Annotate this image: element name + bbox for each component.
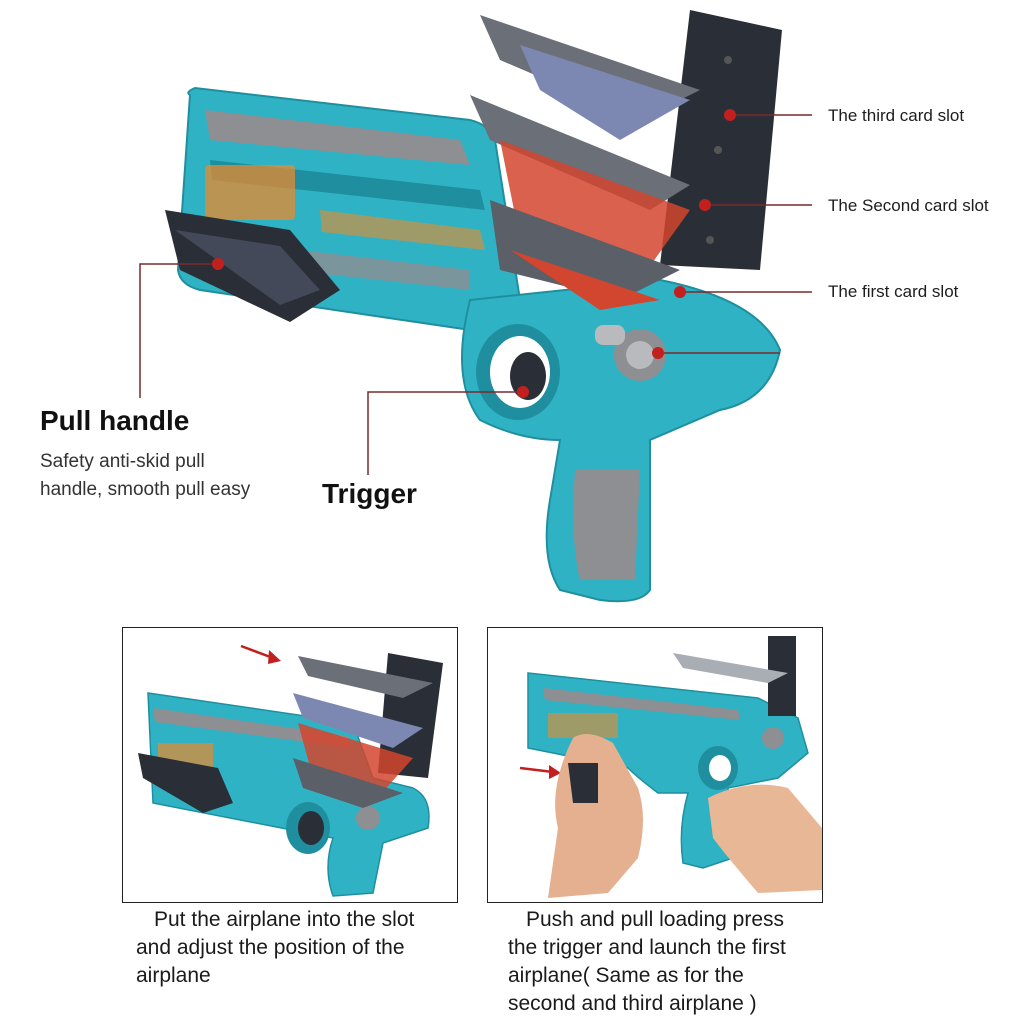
step2-caption: Push and pull loading press the trigger … — [508, 906, 828, 1018]
second-slot-label: The Second card slot — [828, 196, 989, 215]
step2-caption-line: Push and pull loading press — [526, 908, 785, 931]
step2-caption-line: the trigger and launch the first — [508, 936, 786, 959]
trigger-title: Trigger — [322, 478, 417, 509]
step1-caption-line: Put the airplane into the slot — [154, 908, 415, 931]
step1-caption-line: and adjust the position of the — [136, 936, 405, 959]
step1-panel — [122, 627, 458, 903]
pull-handle-description: Safety anti-skid pull handle, smooth pul… — [40, 448, 340, 504]
step2-panel — [487, 627, 823, 903]
pull-handle-desc-line: handle, smooth pull easy — [40, 479, 251, 500]
first-slot-label: The first card slot — [828, 282, 959, 301]
step1-caption-line: airplane — [136, 964, 211, 987]
main-product-image — [139, 10, 812, 603]
hand-pulling-handle-illustration — [519, 636, 822, 898]
step2-caption-line: airplane( Same as for the — [508, 964, 744, 987]
pull-handle-title: Pull handle — [40, 405, 190, 436]
pull-handle-desc-line: Safety anti-skid pull — [40, 451, 205, 472]
airplane-launcher-gun-illustration — [139, 10, 812, 603]
step1-caption: Put the airplane into the slot and adjus… — [136, 906, 456, 990]
step2-caption-line: second and third airplane ) — [508, 992, 757, 1015]
third-slot-label: The third card slot — [828, 106, 965, 125]
loading-airplane-illustration — [138, 644, 443, 897]
